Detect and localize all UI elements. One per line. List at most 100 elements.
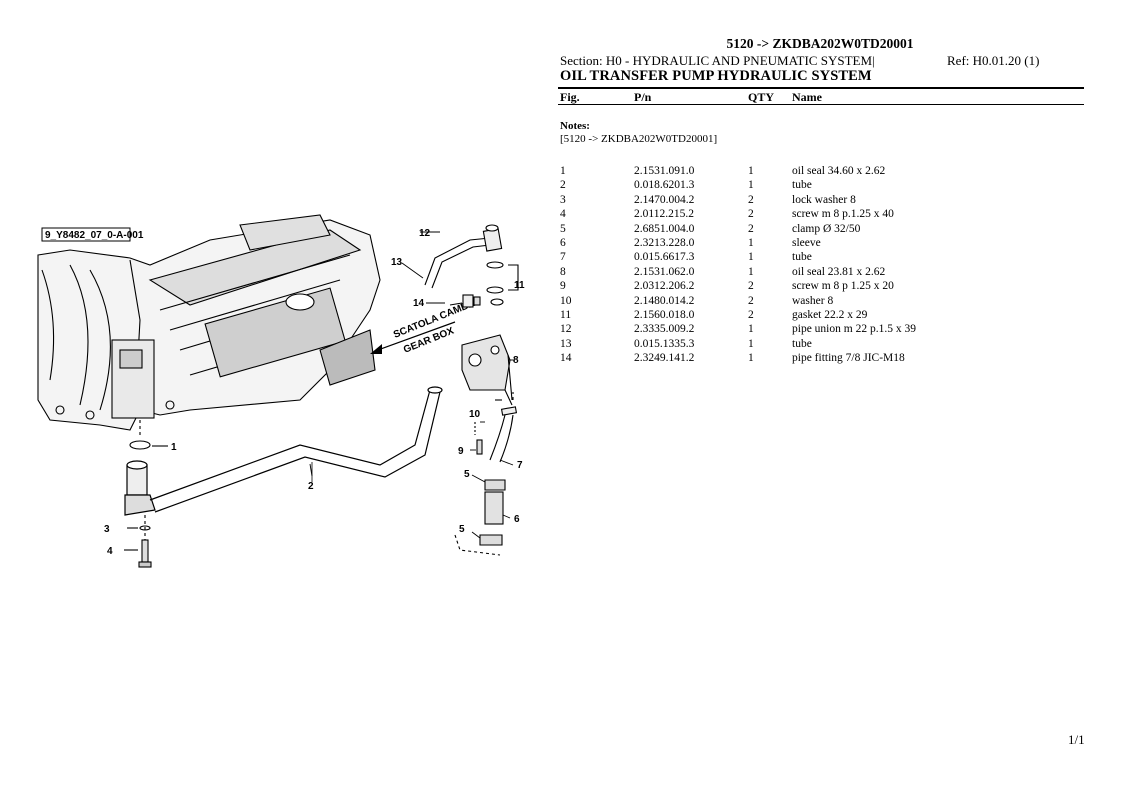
part-qty: 1 (748, 165, 754, 177)
part-qty: 1 (748, 251, 754, 264)
part-row: 5 2.6851.004.0 2 clamp Ø 32/50 (560, 222, 1080, 236)
notes-label: Notes: (560, 120, 590, 132)
part-row: 14 2.3249.141.2 1 pipe fitting 7/8 JIC-M18 (560, 351, 1080, 365)
callout-5a: 5 (464, 469, 470, 480)
callout-10: 10 (469, 409, 481, 420)
part-qty: 1 (748, 323, 754, 336)
part-fig: 9 (560, 280, 566, 293)
section-label: Section: H0 - HYDRAULIC AND PNEUMATIC SY… (560, 53, 875, 68)
part-number: 2.0312.206.2 (634, 280, 695, 293)
part-name: pipe fitting 7/8 JIC-M18 (792, 352, 905, 365)
part-qty: 1 (748, 352, 754, 365)
part-row: 9 2.0312.206.2 2 screw m 8 p 1.25 x 20 (560, 279, 1080, 293)
part-tube-lower (454, 392, 518, 556)
part-name: tube (792, 337, 812, 350)
part-fig: 11 (560, 308, 572, 321)
part-row: 6 2.3213.228.0 1 sleeve (560, 236, 1080, 250)
part-number: 2.3335.009.2 (634, 323, 695, 336)
callout-5b: 5 (459, 524, 465, 535)
part-qty: 2 (748, 193, 754, 206)
callout-2: 2 (308, 481, 314, 492)
callout-numbers: 1 2 3 4 5 5 6 7 8 9 10 11 12 13 14 (104, 228, 525, 557)
page-heading: OIL TRANSFER PUMP HYDRAULIC SYSTEM (560, 68, 872, 84)
part-number: 2.3249.141.2 (634, 352, 695, 365)
part-oil-seal (129, 420, 168, 450)
part-fig: 5 (560, 222, 566, 235)
diagram-code: 9_Y8482_07_0-A-001 (45, 230, 144, 241)
part-fig: 8 (560, 265, 566, 278)
part-number: 0.015.1335.3 (634, 337, 695, 350)
part-tube-main (124, 386, 443, 516)
header-rule (558, 87, 1084, 89)
part-number: 2.3213.228.0 (634, 236, 695, 249)
diagram-code-box: 9_Y8482_07_0-A-001 (41, 227, 144, 242)
gearbox-housing (37, 214, 381, 431)
part-number: 2.6851.004.0 (634, 222, 695, 235)
part-qty: 2 (748, 222, 754, 235)
part-name: tube (792, 179, 812, 192)
part-qty: 1 (748, 265, 754, 278)
part-number: 0.018.6201.3 (634, 179, 695, 192)
part-qty: 1 (748, 236, 754, 249)
part-fig: 1 (560, 165, 566, 177)
part-name: sleeve (792, 236, 821, 249)
part-row: 8 2.1531.062.0 1 oil seal 23.81 x 2.62 (560, 265, 1080, 279)
callout-7: 7 (517, 460, 523, 471)
part-name: gasket 22.2 x 29 (792, 308, 868, 321)
part-fig: 2 (560, 179, 566, 192)
column-rule (558, 104, 1084, 105)
part-fig: 14 (560, 352, 572, 365)
part-number: 2.1531.091.0 (634, 165, 695, 177)
callout-9: 9 (458, 446, 464, 457)
part-fig: 10 (560, 294, 572, 307)
part-fig: 7 (560, 251, 566, 264)
part-qty: 2 (748, 280, 754, 293)
callout-4: 4 (107, 546, 113, 557)
callout-13: 13 (391, 257, 403, 268)
part-name: washer 8 (792, 294, 834, 307)
exploded-diagram: 9_Y8482_07_0-A-001 SCATOLA CAMBIO GEAR B… (37, 214, 525, 568)
part-number: 0.015.6617.3 (634, 251, 695, 264)
part-row: 3 2.1470.004.2 2 lock washer 8 (560, 193, 1080, 207)
part-name: lock washer 8 (792, 193, 856, 206)
part-fig: 3 (560, 193, 566, 206)
part-number: 2.1531.062.0 (634, 265, 695, 278)
part-fig: 6 (560, 236, 566, 249)
part-qty: 2 (748, 308, 754, 321)
part-number: 2.1560.018.0 (634, 308, 695, 321)
part-fig: 13 (560, 337, 572, 350)
callout-12: 12 (419, 228, 431, 239)
reference-label: Ref: H0.01.20 (1) (947, 53, 1040, 68)
part-fig: 4 (560, 208, 566, 221)
column-pn: P/n (634, 90, 652, 104)
part-number: 2.1480.014.2 (634, 294, 695, 307)
part-name: oil seal 34.60 x 2.62 (792, 165, 886, 177)
part-number: 2.0112.215.2 (634, 208, 694, 221)
page-number: 1/1 (1068, 732, 1085, 747)
callout-3: 3 (104, 524, 110, 535)
notes-text: [5120 -> ZKDBA202W0TD20001] (560, 133, 718, 145)
part-name: oil seal 23.81 x 2.62 (792, 265, 886, 278)
part-washer-screw (124, 515, 152, 568)
part-row: 1 2.1531.091.0 1 oil seal 34.60 x 2.62 (560, 164, 1080, 178)
part-fig: 12 (560, 323, 572, 336)
callout-8: 8 (513, 355, 519, 366)
part-name: clamp Ø 32/50 (792, 222, 861, 235)
callout-1: 1 (171, 442, 177, 453)
part-row: 12 2.3335.009.2 1 pipe union m 22 p.1.5 x 3… (560, 322, 1080, 336)
part-name: screw m 8 p 1.25 x 20 (792, 280, 894, 293)
part-pipe-upper (424, 224, 519, 308)
callout-6: 6 (514, 514, 520, 525)
callout-labels (153, 231, 515, 539)
part-row: 11 2.1560.018.0 2 gasket 22.2 x 29 (560, 308, 1080, 322)
callout-11: 11 (514, 280, 525, 291)
part-number: 2.1470.004.2 (634, 193, 695, 206)
part-name: pipe union m 22 p.1.5 x 39 (792, 323, 916, 336)
column-qty: QTY (748, 90, 775, 104)
column-fig: Fig. (560, 90, 580, 104)
